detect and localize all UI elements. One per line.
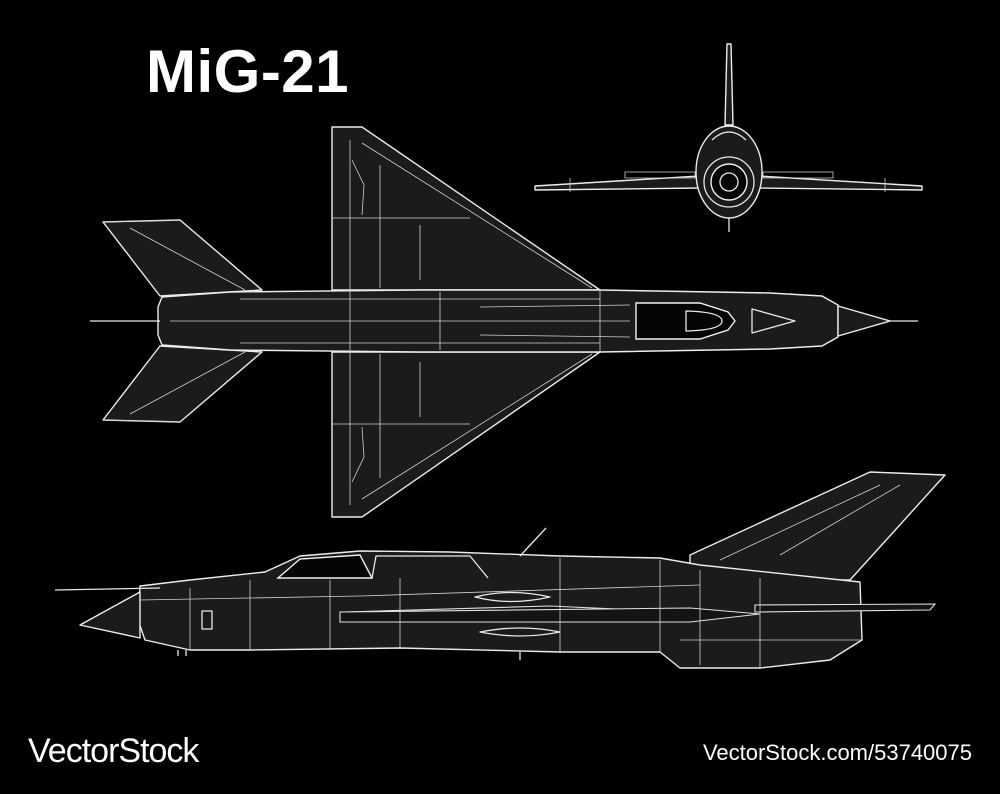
- front-view-intake: [710, 163, 748, 201]
- brand-logo-text[interactable]: VectorStock: [28, 732, 199, 770]
- side-view-antenna: [519, 527, 547, 557]
- top-view-lower-stabilizer: [102, 345, 263, 423]
- side-view-wing: [339, 607, 761, 623]
- page-title: MiG-21: [146, 38, 350, 105]
- side-view-stabilizer: [754, 603, 937, 613]
- top-view-upper-stabilizer: [102, 219, 263, 297]
- top-view: [90, 126, 918, 518]
- side-view-tail-fin: [689, 471, 946, 581]
- side-view-nose-cone: [79, 591, 141, 639]
- top-view-nose-cone: [837, 305, 891, 337]
- side-view-pitot: [54, 587, 161, 591]
- footer-bar: VectorStock VectorStock.com/53740075: [0, 712, 1000, 794]
- front-view: [534, 43, 923, 232]
- mig21-three-view-drawing: [54, 43, 946, 669]
- front-view-fin: [724, 43, 734, 126]
- image-id-text: VectorStock.com/53740075: [702, 740, 972, 765]
- side-view-canopy: [276, 554, 374, 579]
- side-view: [54, 471, 946, 669]
